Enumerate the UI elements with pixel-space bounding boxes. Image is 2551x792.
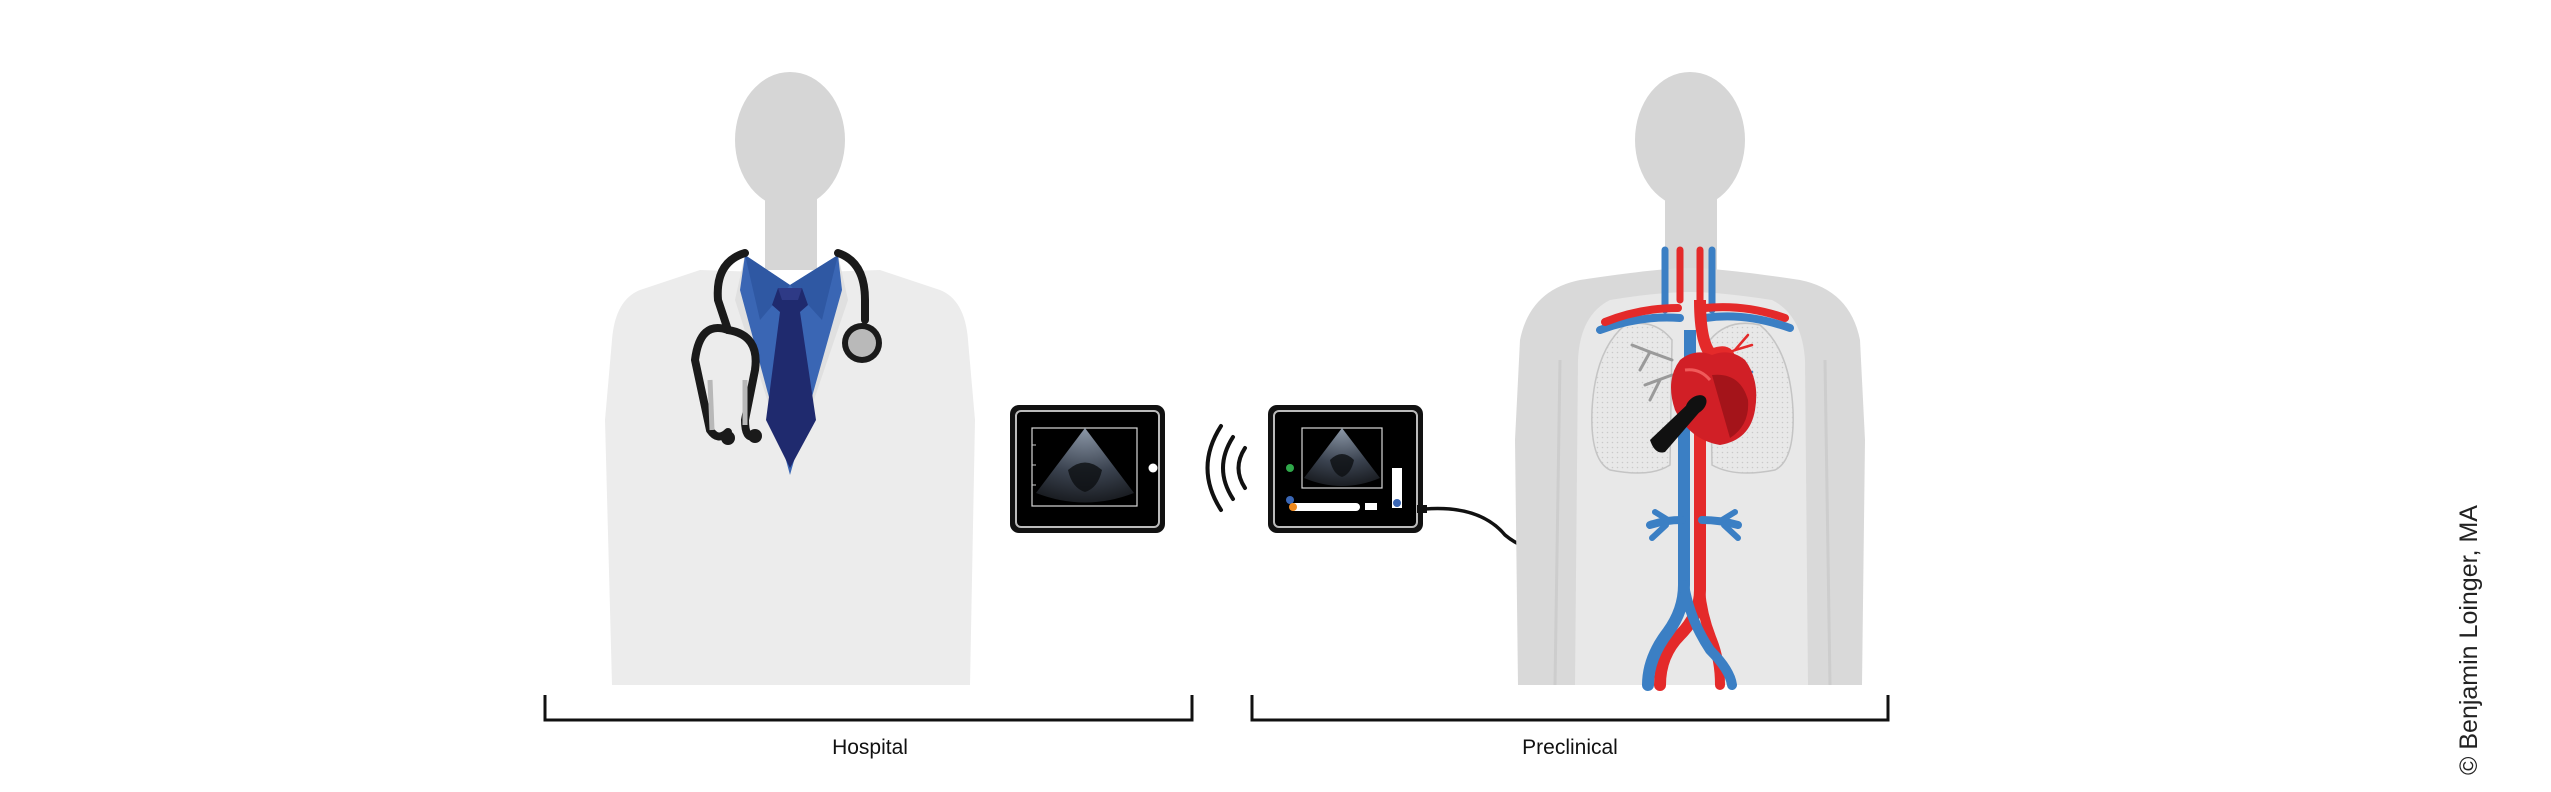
copyright-text: © Benjamin Loinger, MA [2455, 505, 2483, 775]
heart-icon [1671, 299, 1757, 445]
preclinical-label: Preclinical [1522, 736, 1618, 759]
ultrasound-probe-icon [1650, 395, 1707, 453]
wireless-signal-icon [1205, 424, 1247, 512]
preclinical-bracket [1250, 695, 1890, 722]
hospital-label: Hospital [832, 736, 908, 759]
vessels-icon [1596, 246, 1794, 691]
ultrasound-scan-icon [1301, 427, 1383, 489]
stethoscope-icon [690, 249, 882, 445]
doctor-figure-icon [605, 72, 975, 685]
ultrasound-scan-icon [1031, 427, 1138, 507]
hospital-bracket [543, 695, 1194, 722]
